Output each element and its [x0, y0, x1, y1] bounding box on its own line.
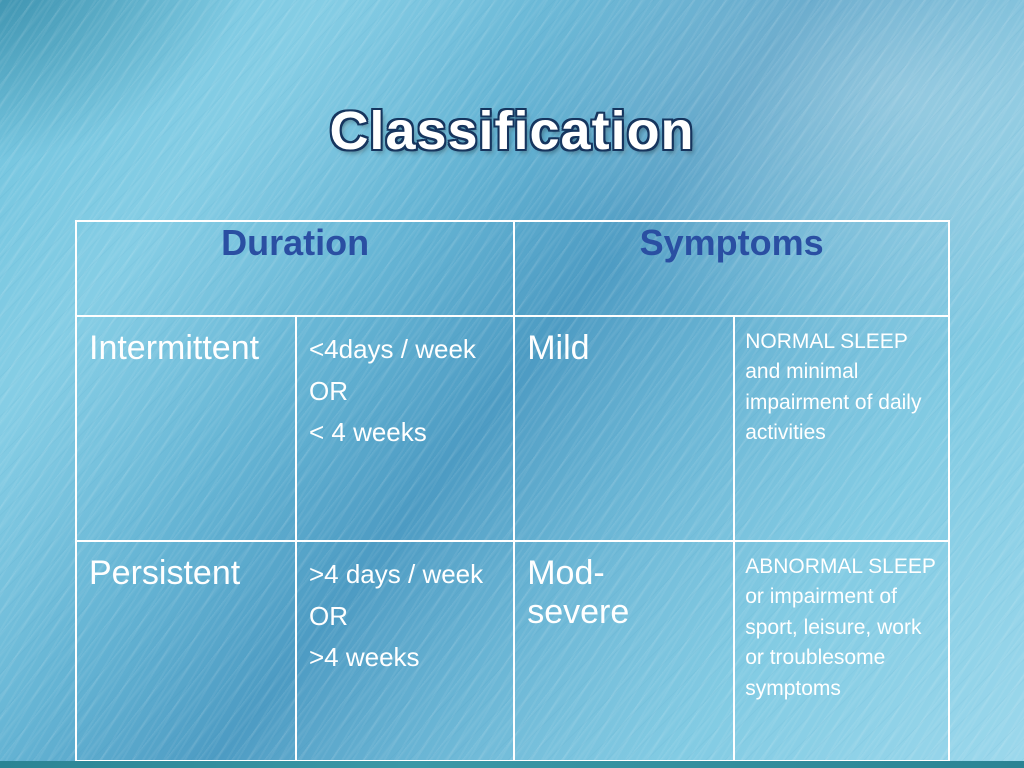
detail-line: >4 days / week [308, 559, 484, 589]
detail-line: OR [308, 600, 348, 631]
symptom-class-mild: Mild [513, 315, 736, 542]
header-symptoms: Symptoms [513, 220, 950, 317]
table-row: Persistent >4 days / week OR >4 weeks Mo… [75, 540, 950, 762]
symptom-class-label: Mod-severe [527, 554, 630, 632]
duration-class-persistent: Persistent [75, 540, 297, 762]
table-header-row: Duration Symptoms [74, 220, 950, 317]
detail-line: >4 weeks [308, 642, 420, 673]
detail-line: < 4 weeks [308, 417, 427, 448]
classification-table: Duration Symptoms Intermittent <4days / … [74, 220, 950, 762]
slide-footer-bar [0, 761, 1024, 768]
slide-title: Classification [329, 101, 695, 161]
duration-detail-intermittent: <4days / week OR < 4 weeks [294, 315, 516, 542]
detail-line: <4days / week [308, 334, 476, 364]
detail-line: OR [308, 375, 348, 406]
symptom-detail-mod-severe: ABNORMAL SLEEP or impairment of sport, l… [733, 540, 950, 762]
duration-class-intermittent: Intermittent [75, 315, 297, 542]
table-row: Intermittent <4days / week OR < 4 weeks … [75, 315, 950, 542]
symptom-class-mod-severe: Mod-severe [513, 540, 736, 762]
header-duration: Duration [74, 220, 516, 317]
duration-detail-persistent: >4 days / week OR >4 weeks [294, 540, 516, 762]
symptom-detail-mild: NORMAL SLEEP and minimal impairment of d… [733, 315, 950, 542]
